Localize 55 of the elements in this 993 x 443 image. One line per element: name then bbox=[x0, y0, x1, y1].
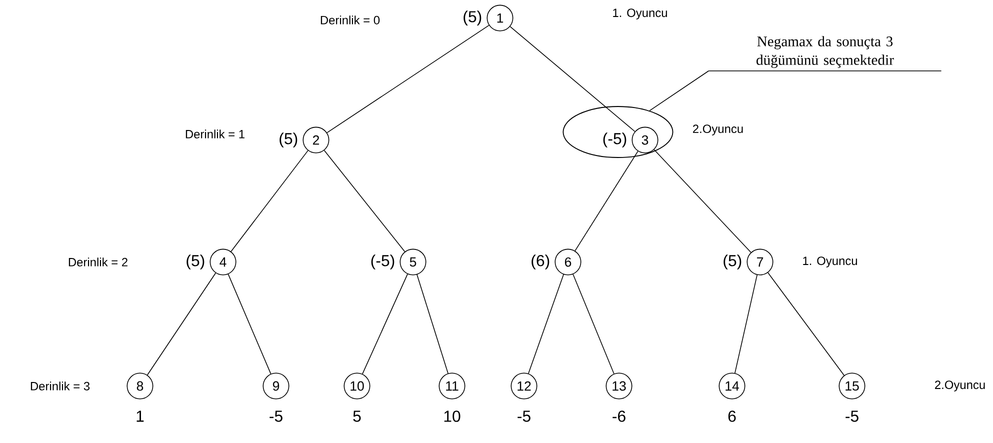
callout-text: Negamax da sonuçta 3 düğümünü seçmektedir bbox=[708, 36, 942, 72]
tree-edge bbox=[574, 150, 638, 252]
depth-label: Derinlik = 1 bbox=[186, 130, 244, 138]
leaf-value: -5 bbox=[518, 410, 530, 422]
node-value: (5) bbox=[186, 254, 204, 270]
node-value: (-5) bbox=[371, 254, 394, 270]
tree-node: 5 bbox=[400, 248, 426, 276]
tree-node: 11 bbox=[438, 372, 466, 400]
tree-edge bbox=[654, 149, 752, 253]
tree-edge bbox=[572, 274, 614, 374]
player-label: 2.Oyuncu bbox=[693, 124, 743, 136]
tree-node: 12 bbox=[510, 372, 538, 400]
tree-node: 14 bbox=[718, 372, 746, 400]
tree-node: 10 bbox=[344, 372, 370, 400]
tree-edge bbox=[768, 272, 844, 376]
leaf-value: 6 bbox=[728, 410, 736, 422]
leader-line bbox=[649, 70, 710, 112]
tree-edge bbox=[146, 272, 216, 376]
tree-edge bbox=[416, 274, 448, 374]
tree-node: 4 bbox=[210, 248, 236, 276]
tree-node: 2 bbox=[302, 126, 330, 154]
tree-node: 8 bbox=[126, 372, 154, 400]
tree-edge bbox=[510, 26, 636, 132]
leaf-value: 1 bbox=[136, 410, 144, 422]
tree-node: 7 bbox=[746, 248, 774, 276]
highlight-ellipse bbox=[562, 106, 674, 158]
tree-node: 9 bbox=[262, 372, 290, 400]
tree-edge bbox=[228, 274, 272, 374]
tree-edge bbox=[326, 24, 490, 134]
tree-edge bbox=[734, 274, 758, 374]
node-value: (5) bbox=[280, 132, 298, 148]
node-value: (5) bbox=[464, 10, 482, 26]
node-value: (-5) bbox=[603, 132, 626, 148]
player-label: 1. Oyuncu bbox=[803, 256, 857, 268]
node-value: (6) bbox=[532, 254, 550, 270]
depth-label: Derinlik = 3 bbox=[30, 382, 90, 390]
tree-node: 6 bbox=[554, 248, 582, 276]
node-value: (5) bbox=[724, 254, 742, 270]
tree-node: 15 bbox=[838, 372, 866, 400]
depth-label: Derinlik = 0 bbox=[320, 16, 380, 24]
leaf-value: -5 bbox=[270, 410, 282, 422]
tree-edge bbox=[362, 274, 408, 374]
depth-label: Derinlik = 2 bbox=[68, 258, 128, 266]
tree-edge bbox=[324, 150, 406, 252]
leaf-value: 5 bbox=[353, 410, 361, 422]
tree-node: 1 bbox=[486, 4, 514, 32]
leaf-value: 10 bbox=[444, 410, 460, 422]
tree-node: 13 bbox=[606, 372, 632, 400]
player-label: 1. Oyuncu bbox=[613, 8, 667, 20]
tree-edge bbox=[230, 150, 308, 252]
tree-node: 3 bbox=[632, 126, 658, 154]
tree-edge bbox=[528, 274, 564, 374]
player-label: 2.Oyuncu bbox=[935, 380, 985, 392]
leaf-value: -5 bbox=[846, 410, 858, 422]
leaf-value: -6 bbox=[612, 410, 626, 422]
